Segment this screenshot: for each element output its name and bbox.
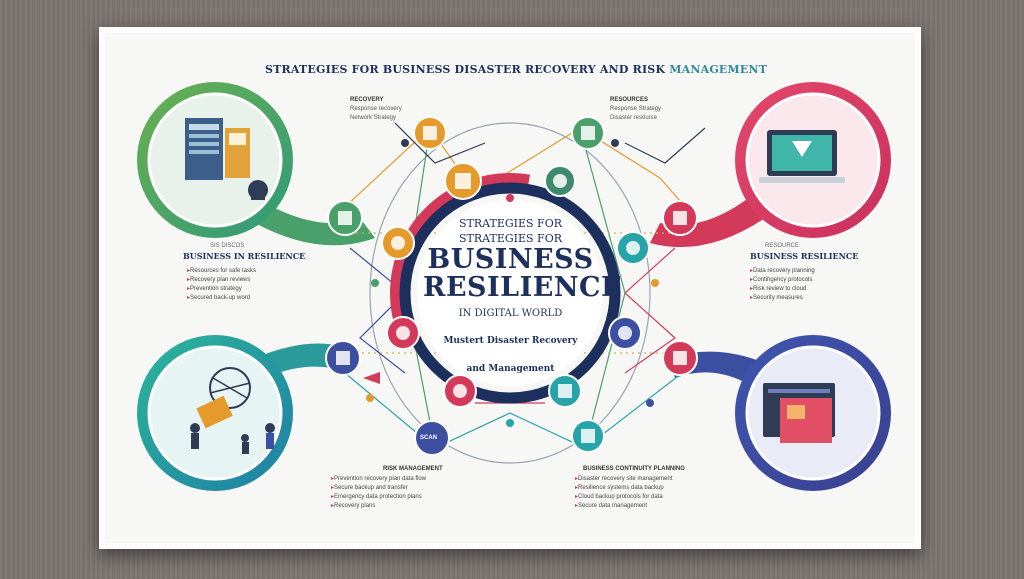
bottom-left-bullet-list: Prevention recovery plan data flow Secur… [331,475,426,511]
center-text-block: STRATEGIES FOR STRATEGIES FOR BUSINESS R… [423,216,623,375]
list-item: Security measures [750,294,815,303]
corner-circle-bottom-right [735,335,891,491]
center-tagline-2: and Management [466,364,555,374]
list-item: Secure backup and transfer [331,484,426,493]
list-item: Prevention recovery plan data flow [331,475,426,484]
right-heading: BUSINESS RESILIENCE [750,251,859,261]
list-item: Resources for safe tasks [187,267,256,276]
right-bullet-list: Data recovery planning Contingency proto… [750,267,815,303]
center-line-1: STRATEGIES FOR [459,217,562,230]
list-item: Emergency data protection plans [331,493,426,502]
list-item: Resilience systems data backup [575,484,672,493]
center-subheading: IN DIGITAL WORLD [458,308,563,319]
label-top-right: RESOURCES Response Strategy Disaster res… [610,97,662,121]
list-item: Prevention strategy [187,285,256,294]
list-item: Recovery plans [331,502,426,511]
poster-frame: STRATEGIES FOR BUSINESS DISASTER RECOVER… [99,27,921,549]
network-nodes [325,116,698,456]
list-item: Recovery plan reviews [187,276,256,285]
corner-circle-top-left [137,82,293,238]
left-bullet-list: Resources for safe tasks Recovery plan r… [187,267,256,303]
arrow-left [363,372,380,384]
list-item: Secured back-up word [187,294,256,303]
corner-circle-bottom-left [137,335,293,491]
list-item: Risk review to cloud [750,285,815,294]
list-item: Cloud backup protocols for data [575,493,672,502]
poster-graphic [137,82,891,491]
center-heading-resilience: RESILIENCE [423,272,623,303]
list-item: Disaster recovery site management [575,475,672,484]
list-item: Data recovery planning [750,267,815,276]
center-tagline-1: Mustert Disaster Recovery [443,336,578,346]
label-top-left: RECOVERY Response recovery Network Strat… [350,97,402,121]
list-item: Contingency protocols [750,276,815,285]
list-item: Secure data management [575,502,672,511]
center-line-2: STRATEGIES FOR [459,232,562,245]
right-subhead: RESOURCE [765,243,800,249]
left-heading: BUSINESS IN RESILIENCE [183,251,306,261]
bottom-right-bullet-list: Disaster recovery site management Resili… [575,475,672,511]
node-tag-scan: SCAN [420,435,438,441]
label-bottom-right: BUSINESS CONTINUITY PLANNING [583,466,685,472]
poster-title: STRATEGIES FOR BUSINESS DISASTER RECOVER… [265,63,768,76]
left-subhead: SIS DISCOS [210,243,245,249]
corner-circle-top-right [735,82,891,238]
label-bottom-left: RISK MANAGEMENT [383,466,443,472]
center-heading-business: BUSINESS [427,244,594,275]
